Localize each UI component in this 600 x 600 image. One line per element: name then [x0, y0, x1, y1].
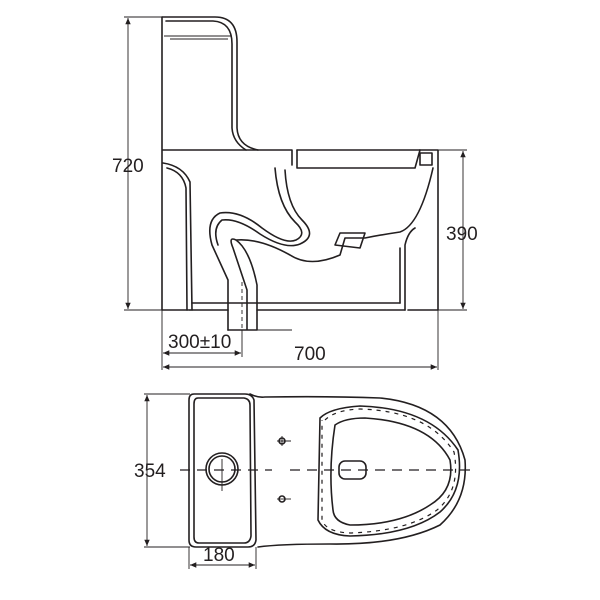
base-line [189, 302, 406, 311]
seat-bumper-dots [321, 408, 457, 534]
height-label: 720 [112, 156, 144, 177]
bowl-outline [209, 167, 311, 331]
tank-lid-line [164, 35, 232, 40]
seat-opening [330, 417, 452, 526]
tank-top-outline [188, 393, 257, 548]
width-extension-lines [144, 393, 190, 548]
body-front-contour [162, 162, 193, 311]
rough-in-label: 300±10 [168, 332, 231, 353]
seat-top-outline [317, 405, 461, 537]
tank-depth-extension-lines [188, 547, 257, 569]
rear-leg [399, 227, 416, 311]
length-label: 700 [294, 344, 326, 365]
width-label: 354 [134, 461, 166, 482]
side-view: 720 390 300±10 700 [112, 16, 478, 370]
trapway [227, 167, 434, 331]
top-view: 354 180 [134, 393, 475, 569]
bowl-top-outline [249, 393, 467, 548]
tank-outline [161, 16, 259, 151]
tank-inner-outline [165, 20, 247, 151]
height-extension-lines [124, 16, 190, 311]
seat-height-extension-lines [408, 149, 467, 311]
tank-top-inner [193, 397, 252, 544]
water-spot [334, 232, 366, 249]
mounting-bolt-icons [277, 436, 291, 503]
seat-height-label: 390 [446, 224, 478, 245]
seat-rim [296, 149, 433, 169]
length-extension-lines [161, 310, 439, 370]
body-outline [161, 16, 439, 311]
tank-depth-label: 180 [203, 545, 235, 566]
